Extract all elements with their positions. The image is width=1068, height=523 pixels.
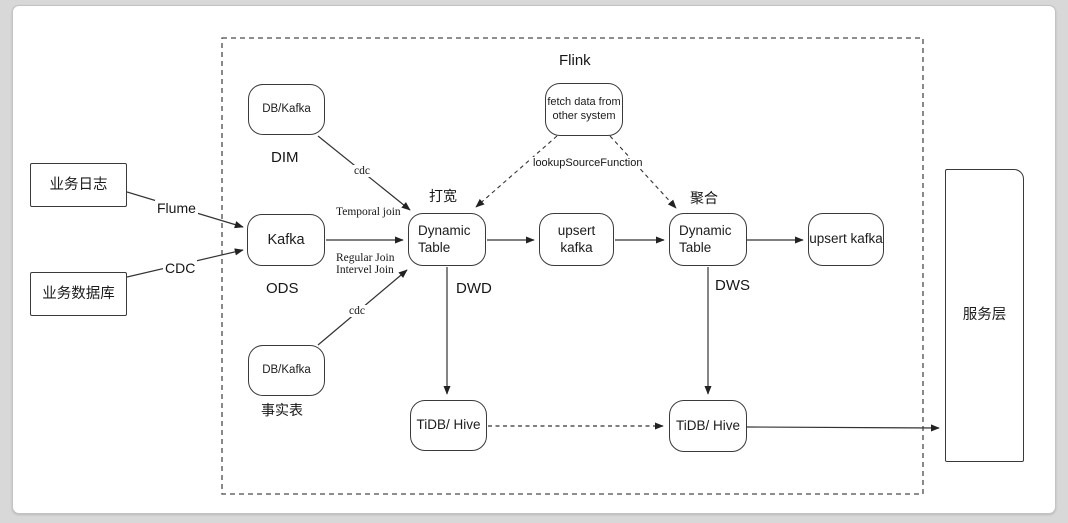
diagram-card [12,5,1056,514]
regular-join-label: Regular Join [336,252,395,264]
dim-label: DIM [271,149,299,166]
upsert-kafka-2-node: upsert kafka [808,213,884,266]
service-layer-node: 服务层 [945,169,1024,462]
intervel-join-label: Intervel Join [336,263,394,276]
dynamic-table-2-node: Dynamic Table [669,213,747,266]
fact-table-label: 事实表 [261,402,303,418]
flink-title: Flink [559,52,591,69]
lookup-source-function-label: lookupSourceFunction [531,157,645,169]
ods-label: ODS [266,280,299,297]
upsert-kafka-1-node: upsert kafka [539,213,614,266]
edge-fetchdata-to-dynamictable2 [609,135,677,209]
cdc-edge-label: CDC [163,260,198,276]
dim-db-kafka-node: DB/Kafka [248,84,325,135]
kafka-node: Kafka [247,214,325,266]
flink-boundary [221,37,924,495]
business-log-node: 业务日志 [30,163,127,207]
fact-db-kafka-node: DB/Kafka [248,345,325,396]
cdc-dim-edge-label: cdc [352,165,372,177]
cdc-fact-edge-label: cdc [347,305,367,317]
regular-intervel-join-labels: Regular Join Intervel Join [336,252,395,276]
fetch-data-node: fetch data from other system [545,83,623,136]
flume-edge-label: Flume [155,200,198,216]
tidb-hive-2-node: TiDB/ Hive [669,400,747,452]
edge-fetchdata-to-dynamictable1 [475,135,558,208]
dynamic-table-1-node: Dynamic Table [408,213,486,266]
dwd-label: DWD [456,280,492,297]
aggregate-label: 聚合 [690,190,718,206]
temporal-join-label: Temporal join [336,206,401,218]
dws-label: DWS [715,277,750,294]
business-db-node: 业务数据库 [30,272,127,316]
edge-tidbhive2-to-servicelayer [746,424,940,432]
tidb-hive-1-node: TiDB/ Hive [410,400,487,451]
widen-label: 打宽 [429,188,457,204]
